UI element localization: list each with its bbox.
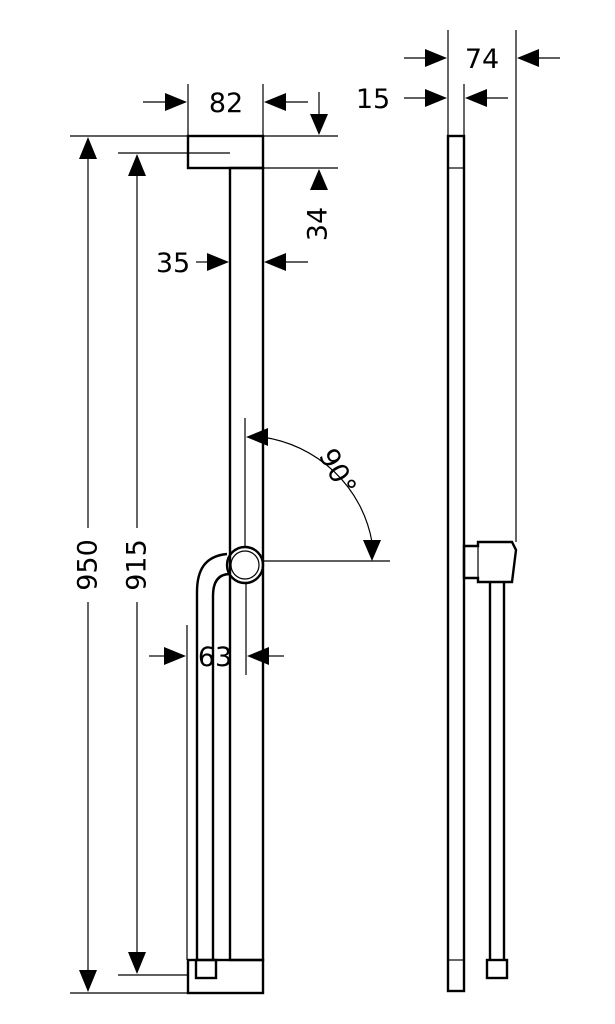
arrow-74-right — [517, 49, 539, 67]
bottom-bracket — [186, 958, 265, 995]
rail-bar — [228, 166, 265, 962]
arrow-15-right — [465, 89, 487, 107]
shower-hose-outer — [195, 552, 228, 960]
arrow-74-left — [425, 49, 447, 67]
arrow-35-right — [264, 253, 286, 271]
hose-connector — [194, 958, 218, 980]
arrow-915-bottom — [128, 952, 146, 974]
arrow-915-top — [128, 154, 146, 176]
arrow-angle-bottom — [363, 540, 381, 561]
dim-82-label: 82 — [209, 88, 243, 119]
arrow-34-top — [310, 114, 328, 135]
dim-angle-label: 90° — [312, 444, 362, 501]
arrow-63-right — [247, 647, 269, 665]
side-view — [446, 134, 518, 993]
arrow-angle-top — [246, 428, 268, 446]
front-view — [186, 134, 265, 995]
side-shower-holder — [462, 540, 518, 584]
arrow-950-bottom — [79, 970, 97, 992]
arrow-82-left — [165, 93, 187, 111]
dim-74-label: 74 — [465, 44, 499, 75]
dim-34-label: 34 — [303, 207, 334, 241]
shower-holder-inner — [230, 550, 260, 580]
dim-950-label: 950 — [73, 539, 104, 591]
dim-63-label: 63 — [198, 642, 232, 673]
arrow-63-left — [164, 647, 186, 665]
dim-15-label: 15 — [356, 84, 390, 115]
arrow-82-right — [264, 93, 286, 111]
arrow-950-top — [79, 137, 97, 159]
side-hose-connector — [485, 958, 509, 980]
arrow-34-bottom — [310, 169, 328, 190]
shower-hose-inner — [211, 572, 231, 960]
dim-915-label: 915 — [122, 539, 153, 591]
front-dimensions: 950 915 82 34 35 — [70, 84, 390, 994]
side-dimensions: 74 15 — [356, 30, 560, 542]
dim-35-label: 35 — [156, 248, 190, 279]
arrow-15-left — [425, 89, 447, 107]
top-bracket — [186, 134, 265, 170]
shower-holder-slider — [225, 545, 265, 585]
side-wall-profile — [446, 134, 466, 993]
arrow-35-left — [207, 253, 229, 271]
